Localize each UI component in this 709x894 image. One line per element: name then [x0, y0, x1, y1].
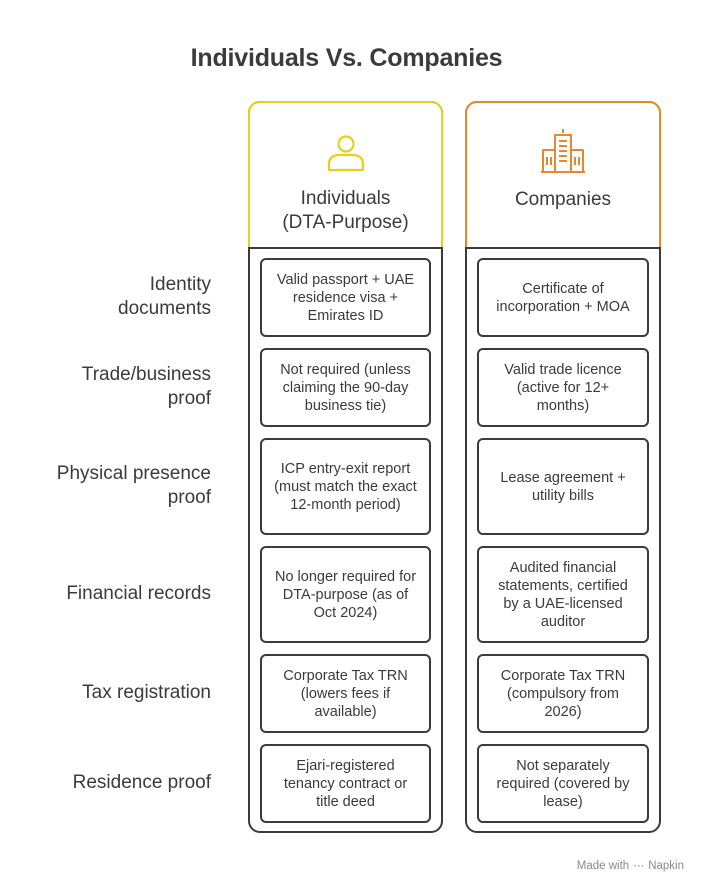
- individuals-header: Individuals (DTA-Purpose): [248, 101, 443, 249]
- individual-tax-cell: Corporate Tax TRN (lowers fees if availa…: [260, 654, 431, 733]
- row-label-financial: Financial records: [66, 583, 211, 604]
- company-tax-cell: Corporate Tax TRN (compulsory from 2026): [477, 654, 649, 733]
- individual-trade-cell: Not required (unless claiming the 90-day…: [260, 348, 431, 427]
- napkin-logo-icon: ⋯: [633, 860, 645, 872]
- company-financial-cell: Audited financial statements, certified …: [477, 546, 649, 643]
- individual-identity-cell: Valid passport + UAE residence visa + Em…: [260, 258, 431, 337]
- page-title: Individuals Vs. Companies: [190, 44, 503, 72]
- company-residence-cell: Not separately required (covered by leas…: [477, 744, 649, 823]
- individuals-header-label: Individuals (DTA-Purpose): [282, 188, 409, 233]
- row-label-presence: Physical presence proof: [56, 463, 211, 508]
- person-icon: [327, 135, 364, 172]
- companies-header: Companies: [465, 101, 661, 249]
- companies-column: Companies Certificate of incorporation +…: [465, 101, 661, 833]
- row-label-residence: Residence proof: [72, 772, 211, 793]
- footer-credit: Made with ⋯ Napkin: [576, 859, 684, 873]
- companies-header-label: Companies: [514, 189, 612, 210]
- individuals-column: Individuals (DTA-Purpose) Valid passport…: [248, 101, 443, 833]
- footer-brand: Napkin: [648, 859, 684, 872]
- company-presence-cell: Lease agreement + utility bills: [477, 438, 649, 535]
- row-label-trade: Trade/business proof: [81, 364, 211, 409]
- row-label-identity: Identity documents: [118, 274, 211, 319]
- company-trade-cell: Valid trade licence (active for 12+ mont…: [477, 348, 649, 427]
- row-label-tax: Tax registration: [82, 682, 211, 703]
- individual-presence-cell: ICP entry-exit report (must match the ex…: [260, 438, 431, 535]
- individual-financial-cell: No longer required for DTA-purpose (as o…: [260, 546, 431, 643]
- company-identity-cell: Certificate of incorporation + MOA: [477, 258, 649, 337]
- individual-residence-cell: Ejari-registered tenancy contract or tit…: [260, 744, 431, 823]
- footer-made-with: Made with: [576, 859, 630, 872]
- building-icon: [541, 129, 585, 173]
